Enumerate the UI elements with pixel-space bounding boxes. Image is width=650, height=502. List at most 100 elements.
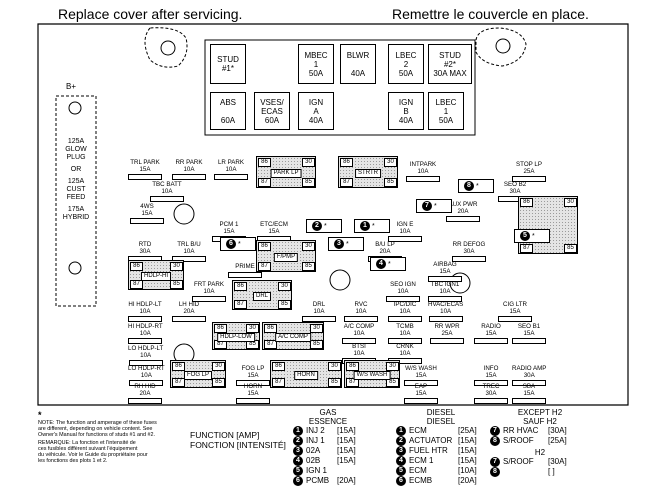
- relay-pin: 85: [212, 378, 225, 387]
- relay-pin: 87: [172, 378, 185, 387]
- fuse-label: 10A: [140, 371, 152, 379]
- fuse-label: 10A: [139, 329, 151, 337]
- fuse-label: 10A: [183, 247, 195, 255]
- marker-m4: 4*: [376, 259, 391, 269]
- marker-star: *: [434, 202, 437, 210]
- relay-pin: 87: [258, 262, 271, 271]
- fuse-slot: [172, 316, 206, 323]
- fuse-label: RR WPR: [434, 323, 460, 330]
- note-fr-line-3: du véhicule. Voir le Guide du propriétai…: [38, 452, 148, 458]
- relay-pin: 87: [272, 378, 285, 387]
- legend-number-icon: 5: [396, 466, 406, 476]
- legend-number-icon: 3: [396, 446, 406, 456]
- legend-text: 02B: [306, 456, 321, 465]
- top-fuse-label: 50A: [308, 68, 324, 78]
- fuse-slot: [428, 316, 463, 323]
- legend-text: ECM 1: [409, 456, 434, 465]
- fuse-label: 15A: [485, 329, 497, 337]
- top-fuse-stud1: STUD#1*: [210, 44, 246, 84]
- fuse-label: EAP: [414, 383, 428, 390]
- fuse-label: 15A: [523, 389, 535, 397]
- gas-title-en: GAS: [319, 408, 337, 417]
- fuse-slot: [474, 380, 508, 387]
- fuse-label: AUX PWR: [448, 201, 478, 208]
- fuse-label: RVC: [354, 301, 368, 308]
- legend-amp: [25A]: [548, 436, 567, 445]
- fuse-label: RR PARK: [175, 159, 203, 166]
- relay-pin: 30: [170, 262, 183, 271]
- note-fr-line-2: ces fusibles diffèrent suivant l'équipem…: [38, 446, 138, 452]
- fuse-label: 10A: [225, 165, 237, 173]
- fuse-label: 10A: [353, 329, 365, 337]
- top-fuse-label: #1*: [221, 64, 234, 73]
- fuse-slot: [428, 296, 462, 303]
- fuse-slot: [236, 398, 270, 405]
- legend-amp: [15A]: [337, 426, 356, 435]
- legend-number-icon: 4: [293, 456, 303, 466]
- side-block-line: CUST: [66, 186, 86, 193]
- legend-amp: [ ]: [548, 467, 555, 476]
- legend-diesel-title: DIESEL DIESEL: [396, 408, 486, 426]
- marker-m1: 1*: [360, 221, 375, 231]
- relay-pin: 87: [130, 280, 143, 289]
- legend-number-icon: 5: [293, 466, 303, 476]
- fuse-label: ETC/ECM: [260, 221, 288, 228]
- relay-pin: 85: [302, 262, 315, 271]
- side-block-line: FEED: [66, 194, 86, 201]
- fuse-label: 30A: [509, 187, 521, 195]
- fuse-label: CRNK: [396, 343, 414, 350]
- relay-pin: 87: [258, 178, 271, 187]
- fuse-slot: [512, 338, 546, 345]
- fuse-label: PCM 1: [219, 221, 239, 228]
- fuse-label: FOG LP: [241, 365, 265, 372]
- marker-number-icon: 7: [422, 201, 432, 211]
- fuse-label: HORN: [243, 383, 263, 390]
- fuse-label: INTPARK: [409, 161, 437, 168]
- fuse-label: DRL: [312, 301, 326, 308]
- relay-name: PARK LP: [270, 169, 302, 178]
- fuse-label: TRL PARK: [130, 159, 160, 166]
- note-en-line-2: are different, depending on vehicle cont…: [38, 426, 153, 432]
- relay-name: F/PMP: [273, 253, 299, 262]
- relay-pin: 30: [246, 324, 259, 333]
- relay-pin: 85: [564, 244, 577, 253]
- relay-pin: 86: [172, 362, 185, 371]
- legend-gas-title: GAS ESSENCE: [293, 408, 363, 426]
- fuse-label: 10A: [399, 349, 411, 357]
- fuse-label: RH HID: [134, 383, 156, 390]
- fuse-label: W/S WASH: [405, 365, 437, 372]
- fuse-label: RTD: [138, 241, 152, 248]
- relay-pin: 87: [346, 378, 359, 387]
- fuse-slot: [302, 316, 336, 323]
- top-fuse-label: B: [403, 106, 409, 116]
- top-fuse-label: LBEC: [395, 50, 417, 60]
- top-fuse-abs: ABS 60A: [210, 92, 246, 130]
- fuse-slot: [474, 398, 508, 405]
- legend-amp: [20A]: [337, 476, 356, 485]
- relay-pin: 85: [170, 280, 183, 289]
- top-fuse-stud2: STUD#2*30A MAX: [428, 44, 472, 84]
- fuse-label: BTSI: [352, 343, 366, 350]
- top-fuse-label: VSES/: [260, 97, 284, 107]
- relay-name: DRL: [252, 292, 272, 301]
- top-fuse-label: ABS: [219, 97, 236, 107]
- fuse-label: 10A: [313, 307, 325, 315]
- fuse-label: 15A: [439, 267, 451, 275]
